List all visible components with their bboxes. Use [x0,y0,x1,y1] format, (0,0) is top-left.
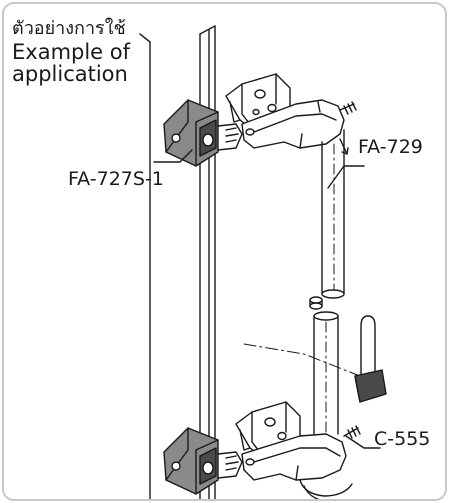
caption-thai: ตัวอย่างการใช้ [12,18,126,39]
caption: ตัวอย่างการใช้ Example of application [12,18,130,85]
installation-drawing [139,25,387,499]
caption-leader [139,33,151,43]
bottom-arm [241,433,353,499]
top-latch [163,99,243,167]
door-panel [139,25,216,499]
set-screw-top [339,101,357,115]
bar-upper [321,129,349,299]
leader-latch [153,149,193,163]
leader-bar [327,165,365,189]
label-padlock: C-555 [374,428,431,450]
caption-line1: Example of [12,40,131,64]
bar-joint [309,296,323,310]
top-arm [241,99,345,149]
padlock [354,315,387,403]
bar-lower [313,311,339,435]
bottom-latch [163,427,243,495]
set-screw-bottom [343,425,361,439]
label-bar: FA-729 [358,136,423,158]
leader-padlock [345,435,381,449]
caption-line2: application [12,62,128,86]
label-latch: FA-727S-1 [68,168,164,190]
